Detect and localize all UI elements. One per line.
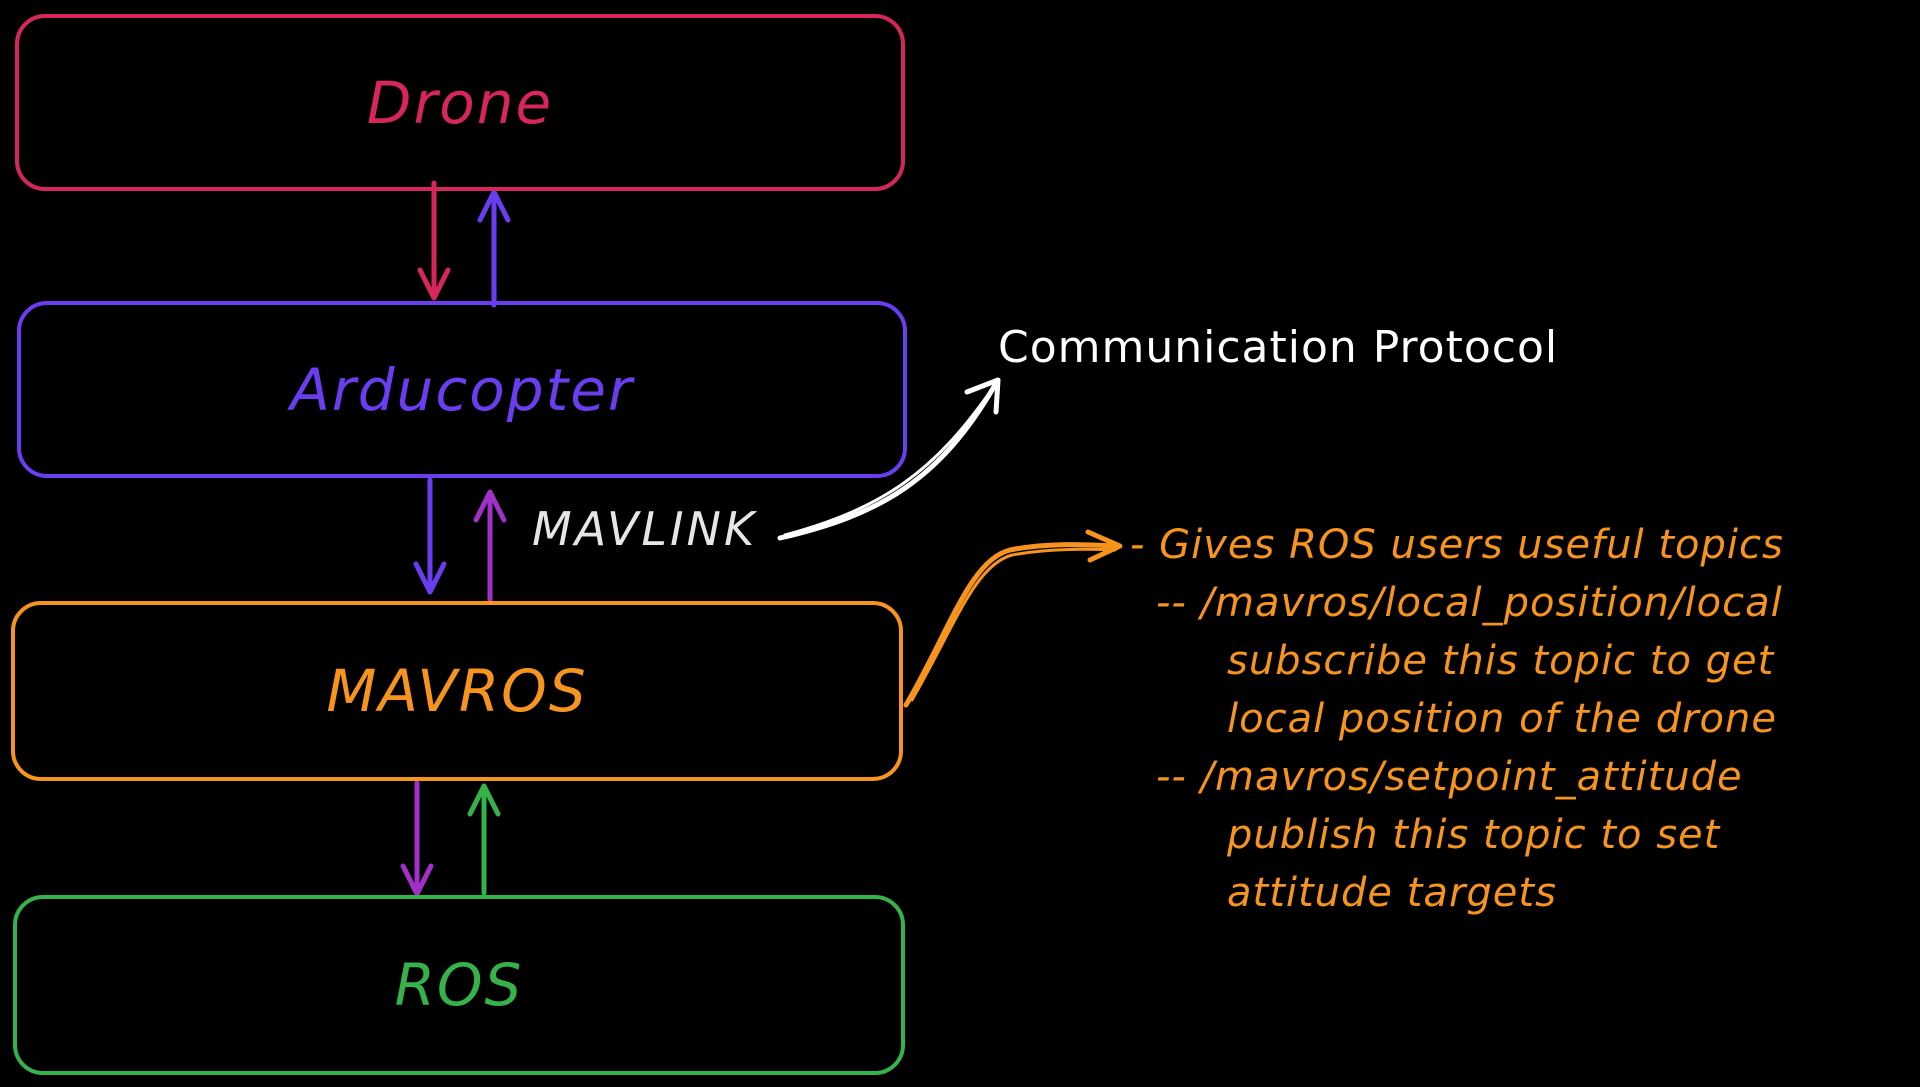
arrow-mavros-to-ros: [400, 780, 434, 897]
mavlink-label: MAVLINK: [532, 502, 758, 556]
topic-path: -- /mavros/local_position/local: [1156, 580, 1783, 626]
topic-description: local position of the drone: [1227, 696, 1777, 742]
topics-note: - Gives ROS users useful topics -- /mavr…: [1130, 516, 1890, 922]
arrow-mavlink-to-comm: [777, 377, 1001, 541]
mavros-label: MAVROS: [326, 657, 588, 725]
topic-path: -- /mavros/setpoint_attitude: [1156, 754, 1743, 800]
arrow-drone-to-ardu: [417, 180, 451, 301]
topic-description: attitude targets: [1227, 870, 1557, 916]
arrow-mavros-to-topics: [903, 529, 1123, 708]
drone-box: Drone: [15, 14, 905, 191]
arrow-mavros-to-ardu: [473, 489, 507, 603]
arrow-ardu-to-mavros: [413, 477, 447, 595]
arducopter-label: Arducopter: [290, 355, 634, 424]
topic-description: subscribe this topic to get: [1227, 638, 1775, 684]
arrow-ardu-to-drone: [477, 189, 511, 308]
communication-protocol-label: Communication Protocol: [998, 322, 1559, 373]
topics-heading: - Gives ROS users useful topics: [1130, 522, 1784, 568]
drone-label: Drone: [366, 68, 554, 137]
mavros-box: MAVROS: [11, 601, 903, 781]
topic-description: publish this topic to set: [1227, 812, 1721, 858]
arrow-ros-to-mavros: [467, 783, 501, 896]
ros-label: ROS: [394, 951, 524, 1019]
ros-box: ROS: [13, 895, 905, 1075]
arducopter-box: Arducopter: [17, 301, 907, 478]
